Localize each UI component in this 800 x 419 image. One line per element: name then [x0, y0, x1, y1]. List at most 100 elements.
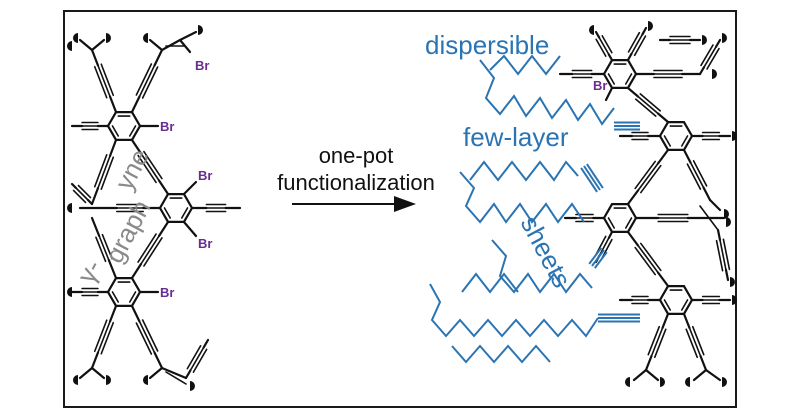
triple-bond — [669, 35, 691, 45]
triple-bond-line — [647, 325, 661, 356]
bromine-label: Br — [198, 168, 212, 183]
triple-bond — [653, 69, 683, 79]
single-bond — [130, 138, 143, 155]
bromine-label: Br — [195, 58, 209, 73]
benzene-ring — [106, 111, 142, 141]
single-bond — [108, 138, 118, 158]
bond — [78, 38, 94, 52]
triple-bond-line — [639, 93, 662, 112]
triple-bond-line — [640, 242, 662, 272]
triple-bond-line — [143, 237, 163, 267]
alkyl-chain — [469, 160, 579, 182]
single-bond — [682, 312, 691, 330]
triple-bond — [575, 213, 594, 223]
triple-bond-line — [703, 45, 717, 68]
single-bond — [626, 52, 633, 62]
bond — [148, 38, 164, 52]
single-bond — [626, 189, 640, 206]
single-bond — [644, 354, 653, 372]
lattice-continuation-mark — [589, 25, 594, 35]
label-dispersible: dispersible — [425, 30, 549, 60]
triple-bond — [715, 238, 731, 272]
ring-double-bond — [624, 73, 633, 85]
ring-double-bond — [128, 291, 137, 303]
single-bond — [153, 48, 164, 67]
single-bond — [90, 48, 100, 67]
lattice-continuation-mark — [726, 217, 731, 227]
triple-bond — [81, 287, 99, 297]
triple-bond-line — [653, 328, 667, 359]
arrow-label-line2: functionalization — [277, 170, 435, 195]
triple-bond — [135, 63, 159, 99]
bond — [90, 38, 106, 52]
single-bond — [107, 258, 118, 280]
single-bond — [157, 179, 170, 196]
triple-bond — [634, 93, 662, 117]
triple-bond-line — [634, 246, 656, 276]
triple-bond-line — [140, 152, 160, 182]
single-bond — [202, 338, 210, 349]
triple-bond-line — [692, 160, 708, 187]
triple-bond-line — [186, 345, 202, 370]
triple-bond-line — [72, 189, 87, 204]
triple-bond-line — [633, 35, 647, 57]
triple-bond — [137, 150, 163, 184]
ring-double-bond — [111, 125, 120, 137]
single-bond — [698, 66, 706, 76]
benzene-ring — [602, 203, 638, 233]
triple-bond-line — [640, 164, 662, 194]
single-bond — [714, 38, 722, 48]
alkyl-chains — [429, 54, 640, 364]
ring-double-bond — [607, 217, 616, 229]
ring-double-bond — [624, 217, 633, 229]
lattice-continuation-mark — [106, 375, 111, 385]
triple-bond-line — [141, 319, 159, 352]
lattice-continuation-mark — [73, 33, 78, 43]
triple-bond — [631, 295, 649, 305]
chain-alkyne — [593, 251, 608, 269]
triple-bond — [72, 184, 92, 204]
single-bond — [656, 148, 670, 165]
triple-bond-line — [100, 63, 115, 97]
benzene-ring — [658, 285, 694, 315]
single-bond — [626, 86, 640, 98]
benzene-ring — [658, 121, 694, 151]
triple-bond-line — [691, 325, 705, 356]
triple-bond-line — [97, 155, 111, 189]
lattice-continuation-mark — [143, 33, 148, 43]
triple-bond-line — [192, 348, 208, 373]
single-bond — [607, 230, 614, 240]
triple-bond — [93, 153, 115, 191]
triple-bond — [595, 35, 613, 57]
triple-bond-line — [93, 153, 108, 188]
triple-bond-line — [137, 154, 157, 184]
triple-bond-line — [719, 239, 727, 271]
figure-frame — [63, 10, 737, 408]
triple-bond-line — [141, 66, 159, 99]
bond — [160, 38, 182, 52]
arrow-label-line1: one-pot — [319, 143, 394, 168]
bond — [178, 38, 192, 54]
lattice-continuation-mark — [660, 377, 665, 387]
alkyl-chain — [461, 272, 519, 294]
bond — [692, 368, 708, 382]
triple-bond-line — [601, 35, 613, 54]
triple-bond-line — [101, 233, 113, 260]
bond — [78, 366, 94, 380]
triple-bond-line — [143, 150, 163, 180]
single-bond — [682, 148, 692, 164]
triple-bond — [81, 121, 99, 131]
bond — [148, 366, 164, 380]
triple-bond-line — [93, 65, 108, 99]
triple-bond — [701, 295, 721, 305]
lattice-continuation-mark — [712, 69, 717, 79]
lattice-continuation-mark — [67, 287, 72, 297]
lattice-continuation-mark — [143, 375, 148, 385]
triple-bond-line — [700, 44, 714, 67]
triple-bond — [634, 242, 662, 276]
lattice-continuation-mark — [67, 203, 72, 213]
lattice-continuation-mark — [685, 377, 690, 387]
triple-bond-line — [98, 235, 110, 261]
triple-bond — [93, 319, 115, 355]
single-bond — [90, 216, 101, 238]
